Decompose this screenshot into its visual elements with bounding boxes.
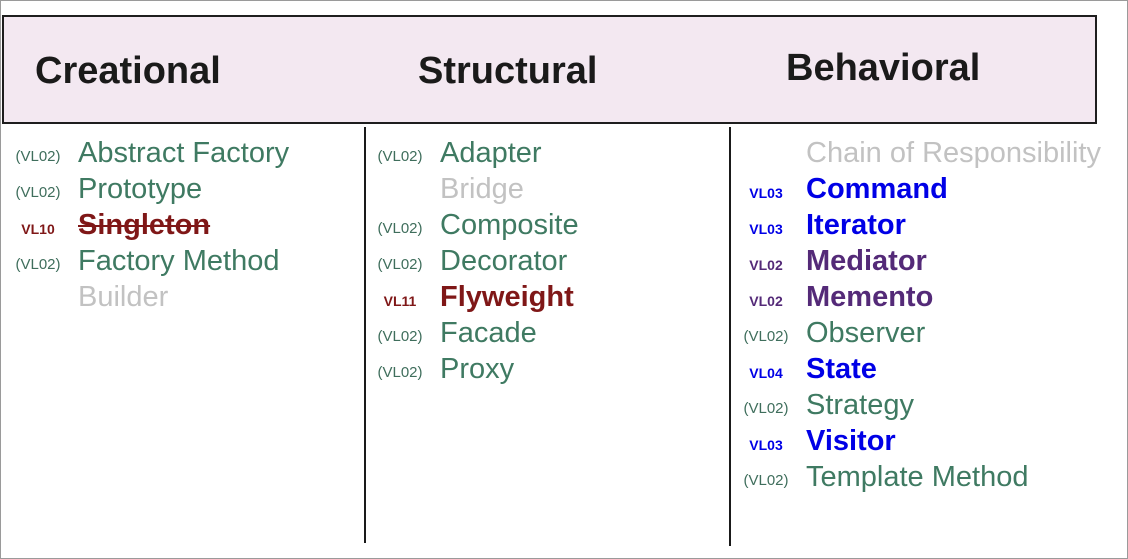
lecture-tag: VL03 (749, 221, 783, 237)
pattern-name: Factory Method (78, 245, 280, 277)
lecture-tag: VL02 (749, 293, 783, 309)
pattern-name: Proxy (440, 353, 515, 385)
heading-creational: Creational (35, 50, 221, 92)
pattern-name: Builder (78, 281, 169, 313)
pattern-name: Chain of Responsibility (806, 137, 1101, 169)
pattern-row: Builder (0, 279, 400, 315)
pattern-row: VL11 Flyweight (362, 279, 762, 315)
pattern-row: VL10 Singleton (0, 207, 400, 243)
pattern-row: (VL02) Factory Method (0, 243, 400, 279)
pattern-name: Facade (440, 317, 537, 349)
pattern-name: Abstract Factory (78, 137, 290, 169)
pattern-name: Visitor (806, 425, 896, 457)
lecture-tag: VL03 (749, 437, 783, 453)
pattern-row: (VL02) Decorator (362, 243, 762, 279)
lecture-tag: (VL02) (377, 148, 423, 165)
pattern-row: VL02 Mediator (728, 243, 1128, 279)
lecture-tag: VL10 (21, 221, 55, 237)
lecture-tag: (VL02) (377, 328, 423, 345)
pattern-row: VL02 Memento (728, 279, 1128, 315)
pattern-row: Bridge (362, 171, 762, 207)
pattern-name: Prototype (78, 173, 203, 205)
pattern-name: Flyweight (440, 281, 574, 313)
pattern-row: (VL02) Adapter (362, 135, 762, 171)
pattern-row: VL03 Command (728, 171, 1128, 207)
pattern-name: Strategy (806, 389, 914, 421)
pattern-row: VL04 State (728, 351, 1128, 387)
pattern-row: (VL02) Composite (362, 207, 762, 243)
lecture-tag: VL02 (749, 257, 783, 273)
pattern-name: Bridge (440, 173, 524, 205)
pattern-row: (VL02) Strategy (728, 387, 1128, 423)
lecture-tag: (VL02) (15, 184, 61, 201)
pattern-row: (VL02) Abstract Factory (0, 135, 400, 171)
lecture-tag: (VL02) (743, 400, 789, 417)
heading-behavioral: Behavioral (786, 47, 981, 89)
pattern-row: (VL02) Proxy (362, 351, 762, 387)
lecture-tag: VL11 (383, 293, 417, 309)
lecture-tag: (VL02) (743, 328, 789, 345)
category-header-band: Creational Structural Behavioral (2, 15, 1097, 124)
pattern-name: Mediator (806, 245, 927, 277)
pattern-row: Chain of Responsibility (728, 135, 1128, 171)
lecture-tag: (VL02) (377, 364, 423, 381)
pattern-name: State (806, 353, 877, 385)
pattern-row: VL03 Iterator (728, 207, 1128, 243)
pattern-name: Composite (440, 209, 579, 241)
lecture-tag: VL03 (749, 185, 783, 201)
lecture-tag: VL04 (749, 365, 783, 381)
heading-structural: Structural (418, 50, 598, 92)
pattern-name: Singleton (78, 209, 211, 241)
lecture-tag: (VL02) (377, 256, 423, 273)
pattern-row: (VL02) Template Method (728, 459, 1128, 495)
lecture-tag: (VL02) (15, 256, 61, 273)
pattern-row: (VL02) Facade (362, 315, 762, 351)
pattern-name: Command (806, 173, 948, 205)
pattern-name: Iterator (806, 209, 906, 241)
pattern-name: Decorator (440, 245, 568, 277)
pattern-row: (VL02) Observer (728, 315, 1128, 351)
pattern-name: Template Method (806, 461, 1029, 493)
lecture-tag: (VL02) (377, 220, 423, 237)
column-divider (364, 127, 366, 543)
pattern-name: Observer (806, 317, 926, 349)
pattern-name: Adapter (440, 137, 542, 169)
lecture-tag: (VL02) (15, 148, 61, 165)
pattern-row: (VL02) Prototype (0, 171, 400, 207)
pattern-row: VL03 Visitor (728, 423, 1128, 459)
pattern-name: Memento (806, 281, 934, 313)
lecture-tag: (VL02) (743, 472, 789, 489)
column-divider (729, 127, 731, 546)
